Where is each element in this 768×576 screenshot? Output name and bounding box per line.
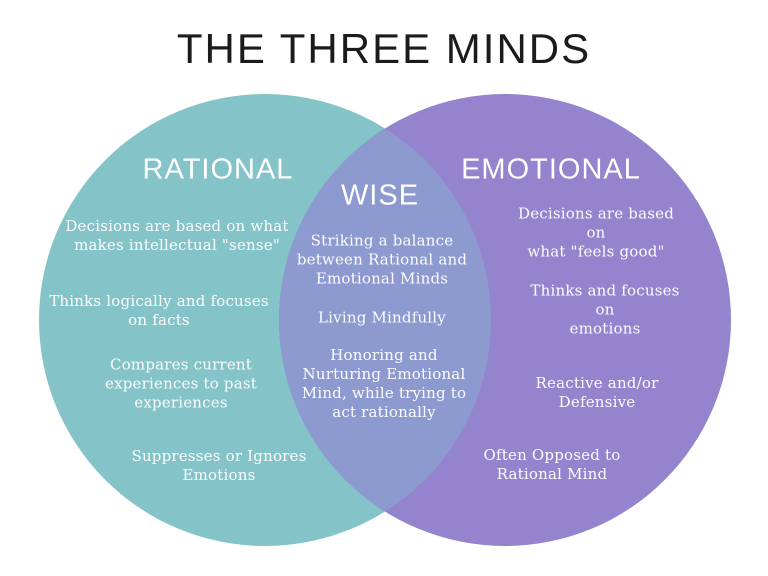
emotional-item-2: Thinks and focuses on emotions [530, 281, 680, 338]
page-title: THE THREE MINDS [176, 25, 592, 72]
wise-item-1: Striking a balance between Rational and … [296, 231, 468, 288]
rational-item-2: Thinks logically and focuses on facts [49, 292, 269, 329]
rational-item-3: Compares current experiences to past exp… [105, 355, 257, 412]
emotional-label: EMOTIONAL [461, 153, 641, 186]
rational-item-4: Suppresses or Ignores Emotions [131, 447, 307, 484]
emotional-item-1: Decisions are based on what "feels good" [517, 204, 675, 261]
emotional-item-4: Often Opposed to Rational Mind [483, 446, 621, 483]
wise-item-2: Living Mindfully [318, 308, 446, 327]
rational-label: RATIONAL [142, 153, 294, 186]
emotional-item-3: Reactive and/or Defensive [535, 374, 659, 411]
wise-label: WISE [340, 179, 420, 212]
overlap-region [279, 94, 491, 546]
wise-item-3: Honoring and Nurturing Emotional Mind, w… [301, 346, 467, 421]
rational-item-1: Decisions are based on what makes intell… [65, 217, 289, 254]
